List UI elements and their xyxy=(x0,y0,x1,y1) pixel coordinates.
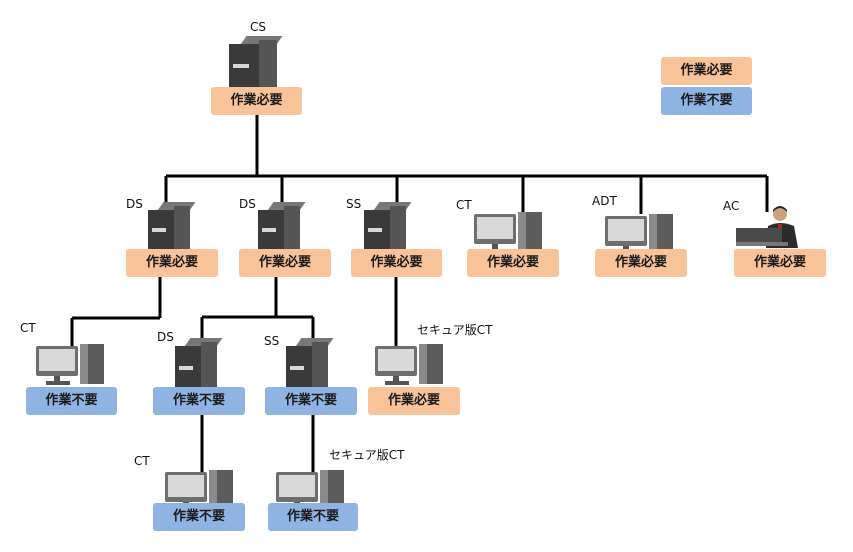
adt-status-badge: 作業必要 xyxy=(595,249,687,277)
ct1-status-badge: 作業必要 xyxy=(467,249,559,277)
ds2-label: DS xyxy=(239,197,256,211)
ds3-label: DS xyxy=(157,330,174,344)
legend-required: 作業必要 xyxy=(661,57,752,85)
ds1-status-badge: 作業必要 xyxy=(126,249,218,277)
secure-ct2-label: セキュア版CT xyxy=(329,448,405,462)
ct3-status-badge: 作業不要 xyxy=(153,503,245,531)
ac-person-icon xyxy=(736,206,798,248)
cs-status-badge: 作業必要 xyxy=(211,87,302,115)
ct2-label: CT xyxy=(20,321,36,335)
ss1-label: SS xyxy=(346,197,362,211)
ds1-label: DS xyxy=(126,197,143,211)
ct3-label: CT xyxy=(134,454,150,468)
ac-status-badge: 作業必要 xyxy=(734,249,826,277)
ss1-status-badge: 作業必要 xyxy=(351,249,442,277)
secure-ct1-label: セキュア版CT xyxy=(417,323,493,337)
legend-not-required: 作業不要 xyxy=(661,87,752,115)
ds2-status-badge: 作業必要 xyxy=(239,249,331,277)
cs-label: CS xyxy=(250,20,266,34)
ss2-label: SS xyxy=(264,334,280,348)
secure-ct1-status-badge: 作業必要 xyxy=(368,387,460,415)
ac-label: AC xyxy=(723,199,740,213)
ct2-status-badge: 作業不要 xyxy=(26,387,117,415)
ct1-label: CT xyxy=(456,198,472,212)
ds3-status-badge: 作業不要 xyxy=(153,387,245,415)
ss2-status-badge: 作業不要 xyxy=(265,387,357,415)
secure-ct2-status-badge: 作業不要 xyxy=(268,503,358,531)
adt-label: ADT xyxy=(592,194,617,208)
